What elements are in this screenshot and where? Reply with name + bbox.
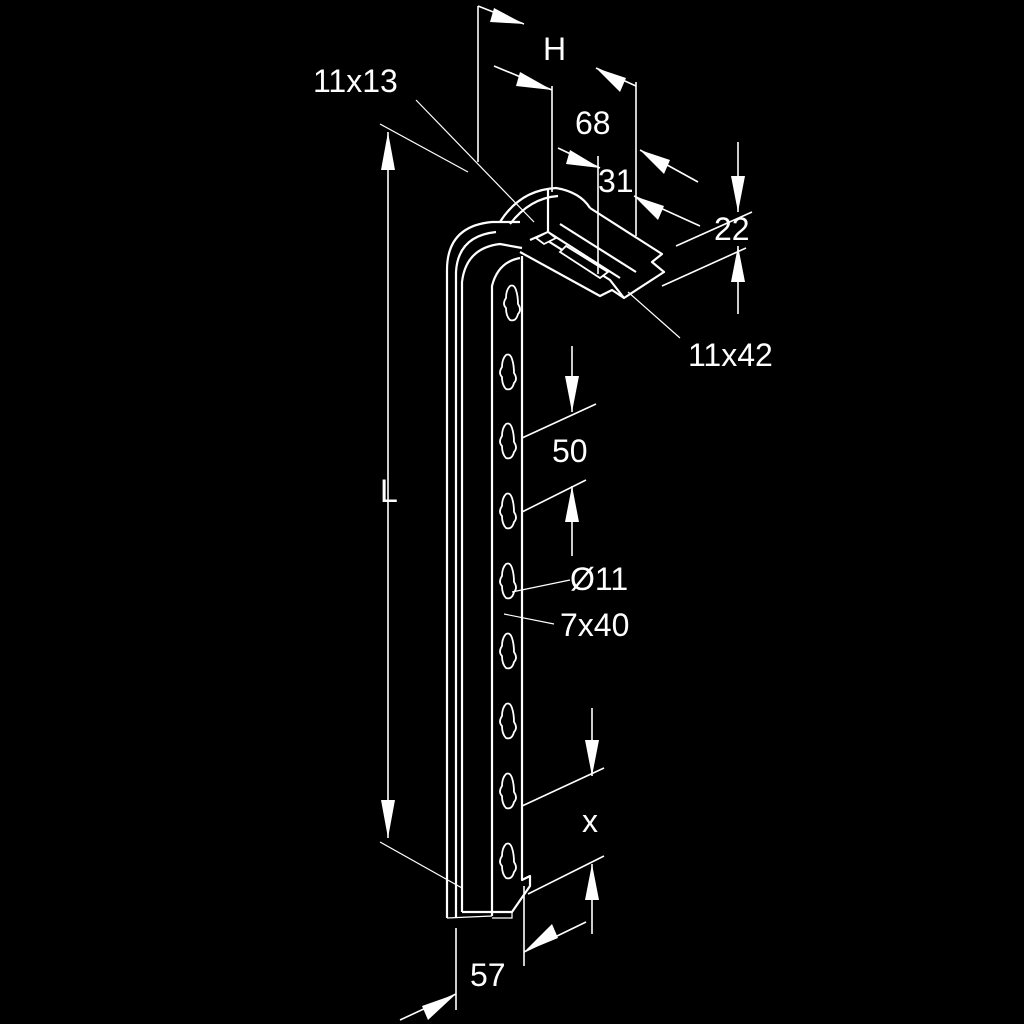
label-hole-top: 11x13 — [313, 63, 398, 99]
dim-width — [399, 886, 587, 1021]
leader-slot-top — [627, 291, 681, 339]
slot — [499, 702, 517, 740]
label-22: 22 — [714, 211, 750, 247]
profile-back-edge — [445, 220, 520, 918]
dim-22 — [731, 142, 745, 314]
label-length: L — [380, 473, 398, 509]
arm-profile — [519, 207, 666, 300]
slot — [499, 772, 517, 810]
leader-dia — [511, 579, 571, 593]
label-h: H — [543, 31, 566, 67]
slot — [499, 632, 517, 670]
profile-bottom-edge — [446, 915, 493, 919]
profile-front-left-edge — [460, 242, 523, 912]
slot — [499, 562, 517, 600]
slot — [499, 422, 517, 460]
leader-hole-top — [415, 99, 535, 223]
vertical-profile — [445, 220, 532, 919]
profile-front-right-edge — [462, 256, 532, 914]
label-dia: Ø11 — [570, 561, 628, 597]
slot — [503, 284, 521, 322]
label-31: 31 — [598, 163, 634, 199]
label-x: x — [582, 803, 598, 839]
leader-slot — [503, 613, 555, 625]
label-slot: 7x40 — [560, 607, 629, 643]
top-arm — [499, 186, 666, 300]
dim-x — [521, 708, 605, 934]
slot — [499, 842, 517, 880]
dim-h — [477, 5, 637, 236]
slot — [499, 492, 517, 530]
profile-back-inner-edge — [454, 230, 497, 918]
vertical-slots — [499, 284, 521, 880]
dim-length — [379, 123, 469, 889]
profile-bottom-lip — [492, 912, 513, 919]
profile-face-line — [490, 256, 521, 916]
slot — [499, 353, 517, 391]
dim-68-31 — [557, 147, 753, 287]
dim-pitch — [521, 346, 597, 556]
arm-slot — [558, 244, 610, 280]
label-pitch: 50 — [552, 433, 588, 469]
bend-outer — [499, 186, 591, 223]
arm-hole — [534, 230, 558, 246]
label-width: 57 — [470, 957, 506, 993]
label-68: 68 — [575, 105, 611, 141]
bend-inner — [509, 194, 559, 225]
label-slot-top: 11x42 — [688, 337, 773, 373]
